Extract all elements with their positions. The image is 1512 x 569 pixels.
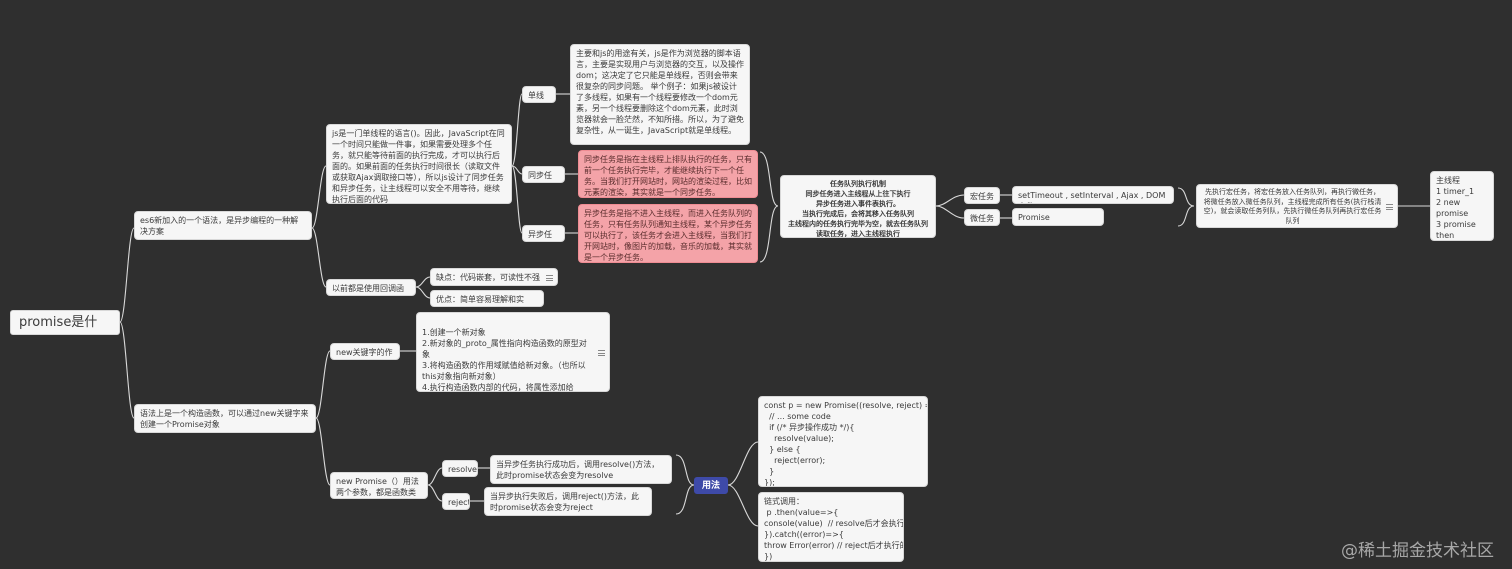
callback-pro[interactable]: 优点：简单容易理解和实现。 [430, 290, 544, 307]
reject-label[interactable]: reject [442, 493, 470, 510]
sync-task-text[interactable]: 同步任务是指在主线程上排队执行的任务，只有前一个任务执行完毕，才能继续执行下一个… [578, 150, 758, 198]
single-thread-text[interactable]: 主要和js的用途有关，js是作为浏览器的脚本语言，主要是实现用户与浏览器的交互，… [570, 44, 750, 145]
event-loop-order-text: 先执行宏任务，将宏任务放入任务队列，再执行微任务，将微任务放入微任务队列，主线程… [1203, 188, 1382, 225]
constructor-node[interactable]: 语法上是一个构造函数，可以通过new关键字来创建一个Promise对象 [134, 404, 316, 433]
main-thread-list[interactable]: 主线程 1 timer_1 2 new promise 3 promise th… [1430, 171, 1494, 241]
root-node[interactable]: promise是什么？ [10, 310, 120, 335]
note-icon [546, 275, 553, 281]
resolve-label[interactable]: resolve [442, 460, 478, 477]
watermark: @稀土掘金技术社区 [1341, 541, 1494, 561]
brace-resolve-reject [675, 454, 695, 515]
link-es6-intro [311, 165, 327, 229]
async-task-label[interactable]: 异步任务 [522, 225, 565, 242]
resolve-text[interactable]: 当异步任务执行成功后，调用resolve()方法，此时promise状态会变为r… [490, 455, 672, 484]
new-promise-node[interactable]: new Promise（）用法 两个参数，都是函数类型 [330, 472, 428, 499]
micro-task-text[interactable]: Promise async/await [1012, 208, 1104, 226]
link-intro-async [511, 165, 523, 234]
event-loop-order[interactable]: 先执行宏任务，将宏任务放入任务队列，再执行微任务，将微任务放入微任务队列，主线程… [1196, 184, 1398, 228]
js-intro-node[interactable]: js是一门单线程的语言()。因此，JavaScript在同一个时间只能做一件事，… [326, 124, 512, 204]
brace-macro-micro [1177, 187, 1195, 227]
link-root-es6 [119, 227, 135, 323]
new-keyword-steps[interactable]: 1.创建一个新对象 2.新对象的_proto_属性指向构造函数的原型对象 3.将… [416, 312, 610, 392]
usage-tag[interactable]: 用法 [694, 477, 728, 494]
new-keyword-label[interactable]: new关键字的作用 [330, 343, 400, 360]
note-icon [598, 350, 605, 356]
callback-node[interactable]: 以前都是使用回调函数 [326, 279, 416, 296]
task-queue-mechanism[interactable]: 任务队列执行机制 同步任务进入主线程从上往下执行 异步任务进入事件表执行。 当执… [780, 175, 936, 238]
macro-task-label[interactable]: 宏任务 [964, 187, 1000, 204]
es6-node[interactable]: es6新加入的一个语法，是异步编程的一种解决方案 [134, 211, 312, 240]
sync-task-label[interactable]: 同步任务 [522, 166, 565, 183]
note-icon [1386, 204, 1393, 210]
async-task-text[interactable]: 异步任务是指不进入主线程，而进入任务队列的任务，只有任务队列通知主线程，某个异步… [578, 204, 758, 263]
link-intro-sync [511, 165, 523, 175]
callback-con[interactable]: 缺点：代码嵌套，可读性不强 [430, 268, 558, 286]
new-keyword-steps-text: 1.创建一个新对象 2.新对象的_proto_属性指向构造函数的原型对象 3.将… [422, 328, 587, 392]
macro-task-text[interactable]: setTimeout , setInterval , Ajax , DOM事件 [1012, 186, 1174, 204]
link-root-constructor [119, 321, 135, 419]
brace-sync-async [759, 151, 779, 263]
reject-text[interactable]: 当异步执行失败后，调用reject()方法，此时promise状态会变为reje… [484, 487, 652, 516]
callback-con-text: 缺点：代码嵌套，可读性不强 [436, 273, 540, 282]
micro-task-label[interactable]: 微任务 [964, 209, 1000, 226]
link-es6-callback [311, 227, 327, 288]
promise-constructor-code[interactable]: const p = new Promise((resolve, reject) … [758, 396, 928, 487]
promise-chain-code[interactable]: 链式调用： p .then(value=>{ console(value) //… [758, 492, 904, 562]
single-thread-label[interactable]: 单线程 [522, 86, 556, 103]
link-intro-single [511, 93, 523, 167]
